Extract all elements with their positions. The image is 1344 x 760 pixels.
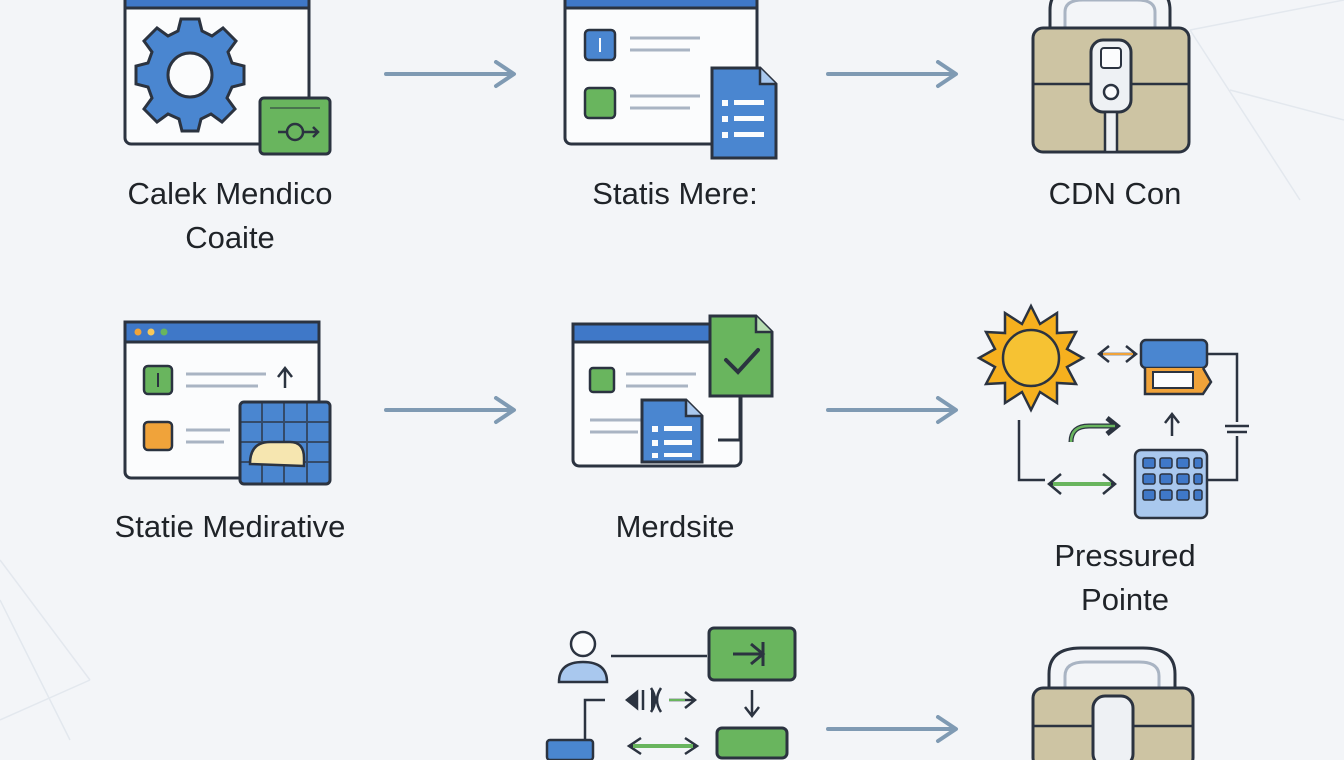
label-line: Calek Mendico (127, 176, 333, 211)
label-line: CDN Con (1048, 176, 1182, 211)
label-line: Statis Mere: (592, 176, 758, 211)
node-pressured-icon (975, 302, 1265, 527)
node-cdn-label: CDN Con (1000, 172, 1230, 216)
label-line: Pointe (1081, 582, 1169, 617)
user-flow-icon (545, 626, 797, 760)
node-statie-icon (120, 318, 340, 488)
storage-case-icon (1031, 646, 1195, 760)
node-cdn-icon (1025, 0, 1205, 160)
upload-window-grid-icon (123, 320, 332, 486)
window-check-document-icon (571, 314, 774, 468)
node-case-bottom-icon (1025, 640, 1205, 760)
label-line: Statie Medirative (114, 509, 346, 544)
label-line: Coaite (185, 220, 275, 255)
label-line: Pressured (1054, 538, 1196, 573)
gear-window-icon (123, 0, 332, 156)
node-merdsite-icon (568, 310, 788, 470)
edge-arrow (826, 60, 958, 88)
edge-arrow (826, 396, 958, 424)
edge-arrow (384, 60, 516, 88)
list-window-document-icon (563, 0, 778, 160)
edge-arrow (826, 715, 958, 743)
node-merdsite-label: Merdsite (560, 505, 790, 549)
node-calek-label: Calek Mendico Coaite (90, 172, 370, 260)
node-pressured-label: Pressured Pointe (1010, 534, 1240, 622)
label-line: Merdsite (615, 509, 735, 544)
node-user-flow-icon (545, 620, 805, 760)
node-statie-label: Statie Medirative (70, 505, 390, 549)
edge-arrow (384, 396, 516, 424)
node-calek-icon (120, 0, 340, 165)
user-icon (557, 630, 609, 684)
node-statis-icon (560, 0, 790, 165)
node-statis-label: Statis Mere: (540, 172, 810, 216)
storage-case-icon (1031, 0, 1191, 154)
sun-flow-keypad-icon (976, 303, 1249, 520)
